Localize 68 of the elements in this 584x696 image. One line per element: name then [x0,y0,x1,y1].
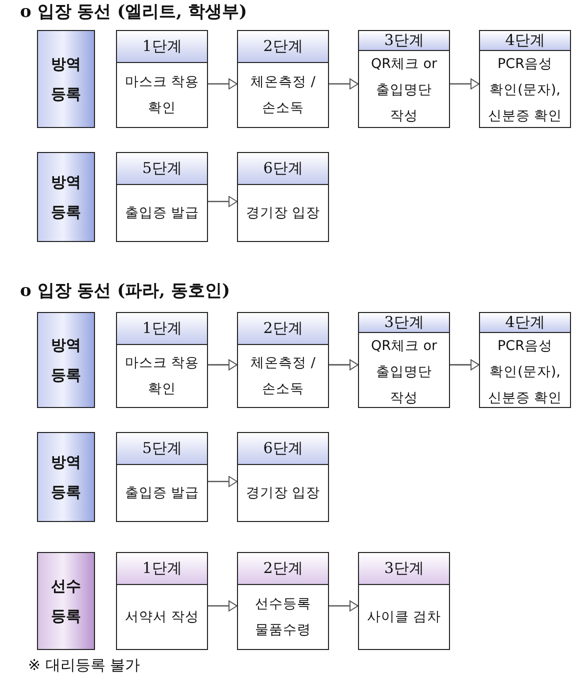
arrow [208,196,238,207]
step-header: 4단계 [480,31,570,51]
category-box [37,152,95,242]
arrow [329,78,358,90]
step-card [237,312,329,408]
step-header: 6단계 [238,153,328,185]
step-card [358,312,450,408]
step-header: 5단계 [117,433,207,465]
step-description: 출입증 발급 [124,484,200,503]
category-label: 방역 등록 [50,172,82,223]
arrow [329,359,358,370]
step-header: 3단계 [359,313,449,333]
section-heading: o 입장 동선 (엘리트, 학생부) [20,1,248,23]
step-header: 2단계 [238,313,328,345]
step-card [116,30,208,128]
step-header: 4단계 [480,313,570,333]
arrow [208,600,238,612]
category-label: 방역 등록 [50,452,82,503]
step-card [237,30,329,128]
category-label: 방역 등록 [50,335,82,386]
section-heading: o 입장 동선 (파라, 동호인) [20,280,230,302]
step-description: 체온측정 /손소독 [250,354,316,399]
step-description: 선수등록 물품수령 [254,595,312,640]
step-header: 2단계 [238,31,328,63]
category-label: 선수 등록 [50,576,82,627]
arrow [450,78,480,90]
step-description: 체온측정 /손소독 [250,73,316,118]
step-card [237,552,329,650]
category-box [37,312,95,408]
step-card [116,312,208,408]
step-description: QR체크 or 출입명단 작성 [370,337,438,408]
step-description: 출입증 발급 [124,204,200,223]
step-description: PCR음성 확인(문자), 신분증 확인 [486,337,564,408]
step-header: 1단계 [117,553,207,585]
arrow [450,359,480,370]
category-box [37,432,95,522]
arrow [329,600,358,612]
step-header: 1단계 [117,31,207,63]
step-description: QR체크 or 출입명단 작성 [370,55,438,126]
step-header: 2단계 [238,553,328,585]
step-header: 3단계 [359,31,449,51]
step-description: 마스크 착용 확인 [124,73,200,118]
step-card [479,30,571,128]
step-card [237,152,329,242]
step-header: 6단계 [238,433,328,465]
step-card [237,432,329,522]
step-card [116,152,208,242]
step-description: 사이클 검차 [366,608,442,627]
arrow [208,359,238,370]
arrow [208,78,238,90]
step-card [116,432,208,522]
step-description: PCR음성 확인(문자), 신분증 확인 [486,55,564,126]
category-label: 방역 등록 [50,54,82,105]
step-description: 서약서 작성 [124,608,200,627]
step-card [358,30,450,128]
category-box [37,30,95,128]
step-card [358,552,450,650]
step-card [479,312,571,408]
step-description: 마스크 착용 확인 [124,354,200,399]
note: ※ 대리등록 불가 [28,656,140,675]
step-card [116,552,208,650]
step-header: 5단계 [117,153,207,185]
step-header: 3단계 [359,553,449,585]
step-description: 경기장 입장 [246,484,320,503]
category-box [37,552,95,650]
arrow [208,476,238,487]
step-description: 경기장 입장 [246,204,320,223]
step-header: 1단계 [117,313,207,345]
